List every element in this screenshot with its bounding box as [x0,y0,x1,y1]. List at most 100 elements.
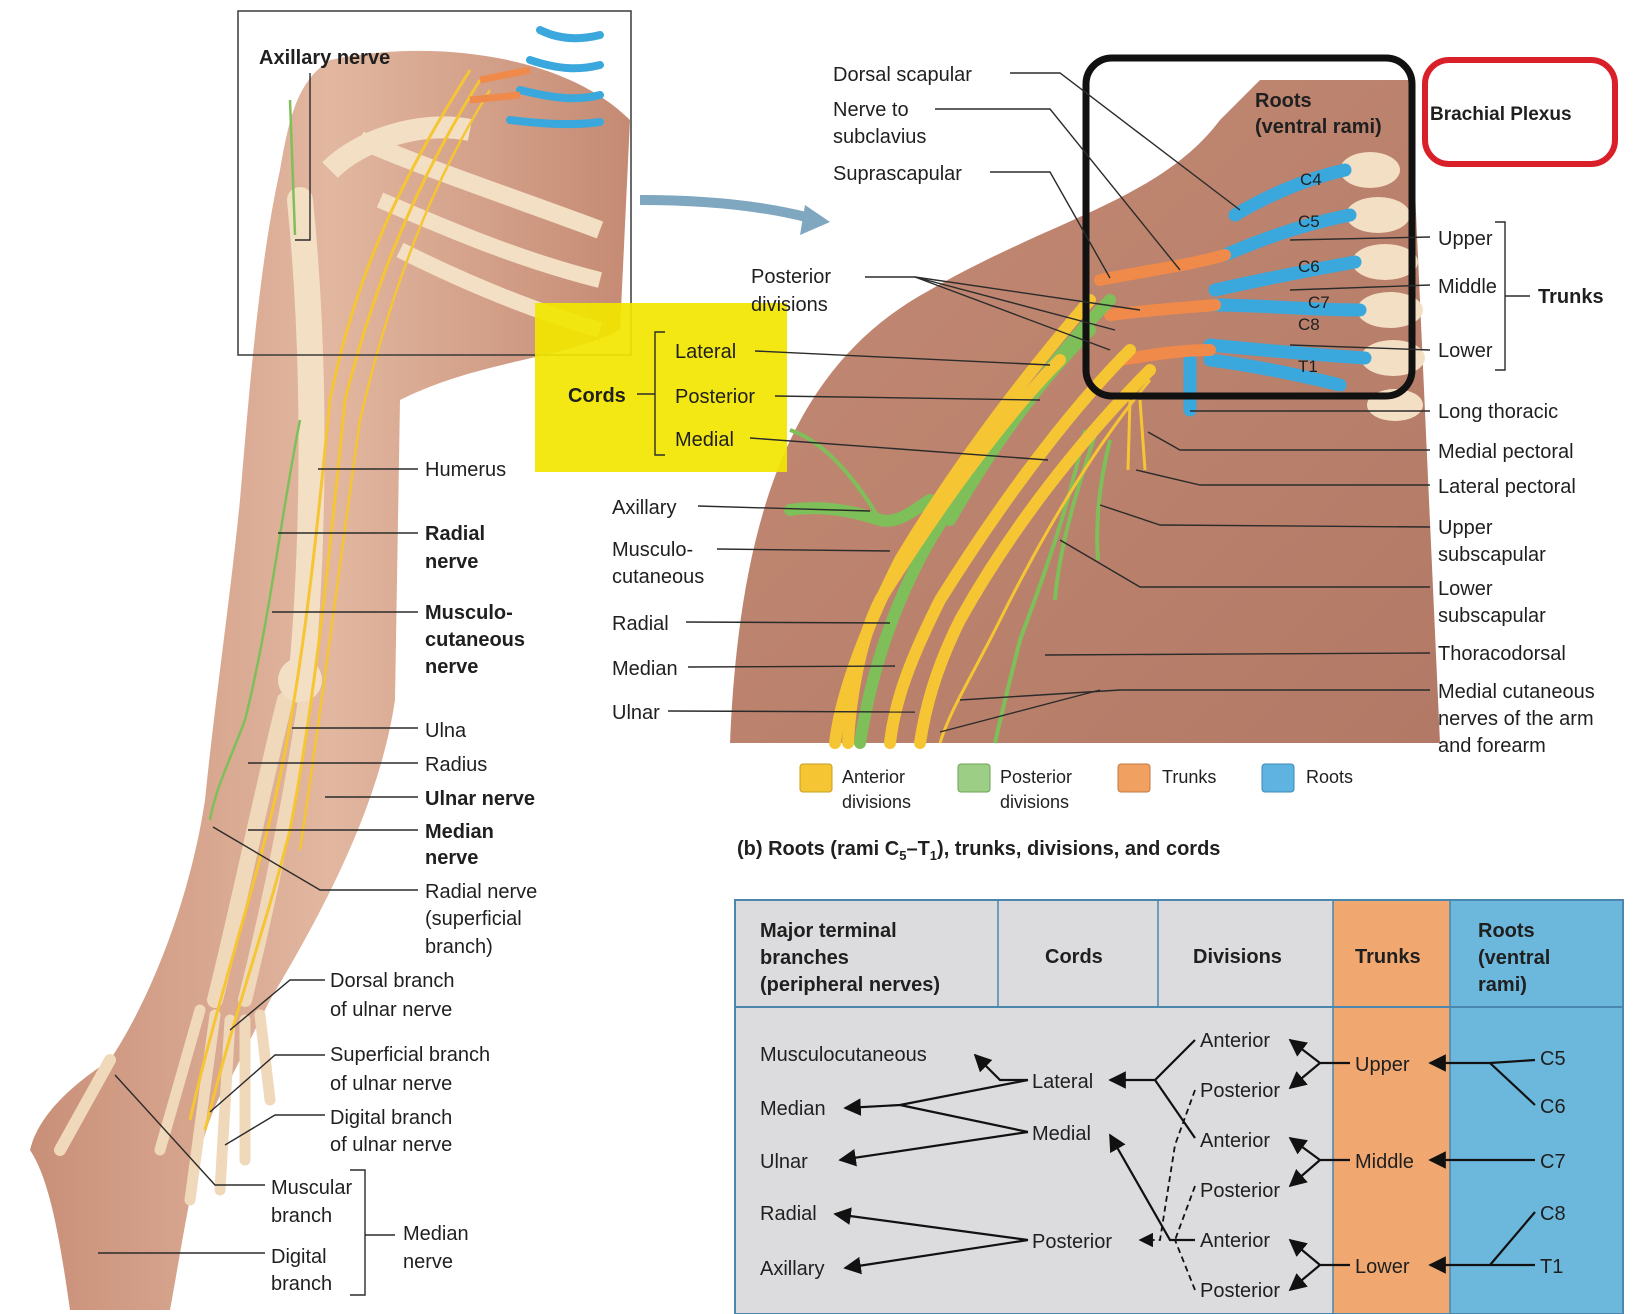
legend-swatch-posterior [958,764,990,792]
superficial-ulnar-label-1: Superficial branch [330,1044,490,1066]
root-c5: C5 [1540,1048,1566,1070]
muscular-branch-label-2: branch [271,1205,332,1227]
posterior-divisions-label-2: divisions [751,294,828,316]
posterior-divisions-label-1: Posterior [751,266,831,288]
cord-item-medial: Medial [675,429,734,451]
radial-superficial-label-3: branch) [425,936,493,958]
middle-trunk-label: Middle [1438,276,1497,298]
medial-cutaneous-label-3: and forearm [1438,735,1546,757]
legend-swatch-trunks [1118,764,1150,792]
root-c4-label: C4 [1300,170,1322,189]
cords-heading: Cords [568,385,626,407]
division-anterior-3: Anterior [1200,1230,1270,1252]
trunk-lower: Lower [1355,1256,1410,1278]
trunk-upper: Upper [1355,1054,1410,1076]
legend-trunks: Trunks [1162,767,1216,787]
radial-superficial-label-1: Radial nerve [425,881,537,903]
root-c6: C6 [1540,1096,1566,1118]
axillary-nerve-label: Axillary nerve [259,47,390,69]
cord-lateral: Lateral [1032,1071,1093,1093]
root-c6-label: C6 [1298,257,1320,276]
musculocutaneous-nerve-label-3: nerve [425,656,478,678]
upper-subscapular-label-1: Upper [1438,517,1493,539]
dorsal-scapular-label: Dorsal scapular [833,64,972,86]
musculocutaneous-nerve-label-1: Musculo- [425,602,513,624]
root-t1: T1 [1540,1256,1563,1278]
root-c8: C8 [1540,1203,1566,1225]
branch-musculocutaneous: Musculocutaneous [760,1044,927,1066]
legend-swatch-roots [1262,764,1294,792]
radial-nerve-label-1: Radial [425,523,485,545]
root-c7-label: C7 [1308,293,1330,312]
cord-item-posterior: Posterior [675,386,755,408]
header-roots-3: rami) [1478,974,1527,996]
radius-label: Radius [425,754,487,776]
median-group-label-1: Median [403,1223,469,1245]
cord-posterior: Posterior [1032,1231,1112,1253]
brachial-plexus-label: Brachial Plexus [1430,104,1572,125]
cord-medial: Medial [1032,1123,1091,1145]
superficial-ulnar-label-2: of ulnar nerve [330,1073,452,1095]
trunk-middle: Middle [1355,1151,1414,1173]
musculocutaneous-label-1: Musculo- [612,539,693,561]
root-c7: C7 [1540,1151,1566,1173]
branch-ulnar: Ulnar [760,1151,808,1173]
root-c8-label: C8 [1298,315,1320,334]
root-t1-label: T1 [1298,357,1318,376]
radial-superficial-label-2: (superficial [425,908,522,930]
humerus-label: Humerus [425,459,506,481]
branch-axillary: Axillary [760,1258,824,1280]
root-c5-label: C5 [1298,212,1320,231]
digital-branch-label-1: Digital [271,1246,327,1268]
header-major-3: (peripheral nerves) [760,974,940,996]
ulnar-nerve-label: Ulnar nerve [425,788,535,810]
legend-posterior-2: divisions [1000,792,1069,812]
header-major-1: Major terminal [760,920,897,942]
nerve-to-subclavius-label-2: subclavius [833,126,926,148]
median-label: Median [612,658,678,680]
musculocutaneous-label-2: cutaneous [612,566,704,588]
muscular-branch-label-1: Muscular [271,1177,352,1199]
legend-roots: Roots [1306,767,1353,787]
legend-posterior-1: Posterior [1000,767,1072,787]
median-group-label-2: nerve [403,1251,453,1273]
division-anterior-2: Anterior [1200,1130,1270,1152]
upper-subscapular-label-2: subscapular [1438,544,1546,566]
digital-ulnar-label-2: of ulnar nerve [330,1134,452,1156]
median-nerve-label-2: nerve [425,847,478,869]
header-cords: Cords [1045,946,1103,968]
figure-caption: (b) Roots (rami C5–T1), trunks, division… [737,838,1220,863]
header-major-2: branches [760,947,849,969]
median-nerve-label-1: Median [425,821,494,843]
lower-subscapular-label-1: Lower [1438,578,1493,600]
thoracodorsal-label: Thoracodorsal [1438,643,1566,665]
header-divisions: Divisions [1193,946,1282,968]
header-trunks: Trunks [1355,946,1421,968]
digital-branch-label-2: branch [271,1273,332,1295]
trunks-label: Trunks [1538,286,1604,308]
division-posterior-1: Posterior [1200,1080,1280,1102]
lower-subscapular-label-2: subscapular [1438,605,1546,627]
roots-label-1: Roots [1255,90,1312,112]
ulnar-label: Ulnar [612,702,660,724]
division-posterior-2: Posterior [1200,1180,1280,1202]
medial-pectoral-label: Medial pectoral [1438,441,1574,463]
roots-label-2: (ventral rami) [1255,116,1382,138]
division-posterior-3: Posterior [1200,1280,1280,1302]
axillary-label: Axillary [612,497,676,519]
upper-trunk-label: Upper [1438,228,1493,250]
lower-trunk-label: Lower [1438,340,1493,362]
branch-median: Median [760,1098,826,1120]
nerve-to-subclavius-label-1: Nerve to [833,99,909,121]
suprascapular-label: Suprascapular [833,163,962,185]
ulna-label: Ulna [425,720,467,742]
legend-anterior-2: divisions [842,792,911,812]
legend-anterior-1: Anterior [842,767,905,787]
long-thoracic-label: Long thoracic [1438,401,1558,423]
header-roots-1: Roots [1478,920,1535,942]
digital-ulnar-label-1: Digital branch [330,1107,452,1129]
division-anterior-1: Anterior [1200,1030,1270,1052]
zoom-arrow [640,200,810,218]
legend-swatch-anterior [800,764,832,792]
